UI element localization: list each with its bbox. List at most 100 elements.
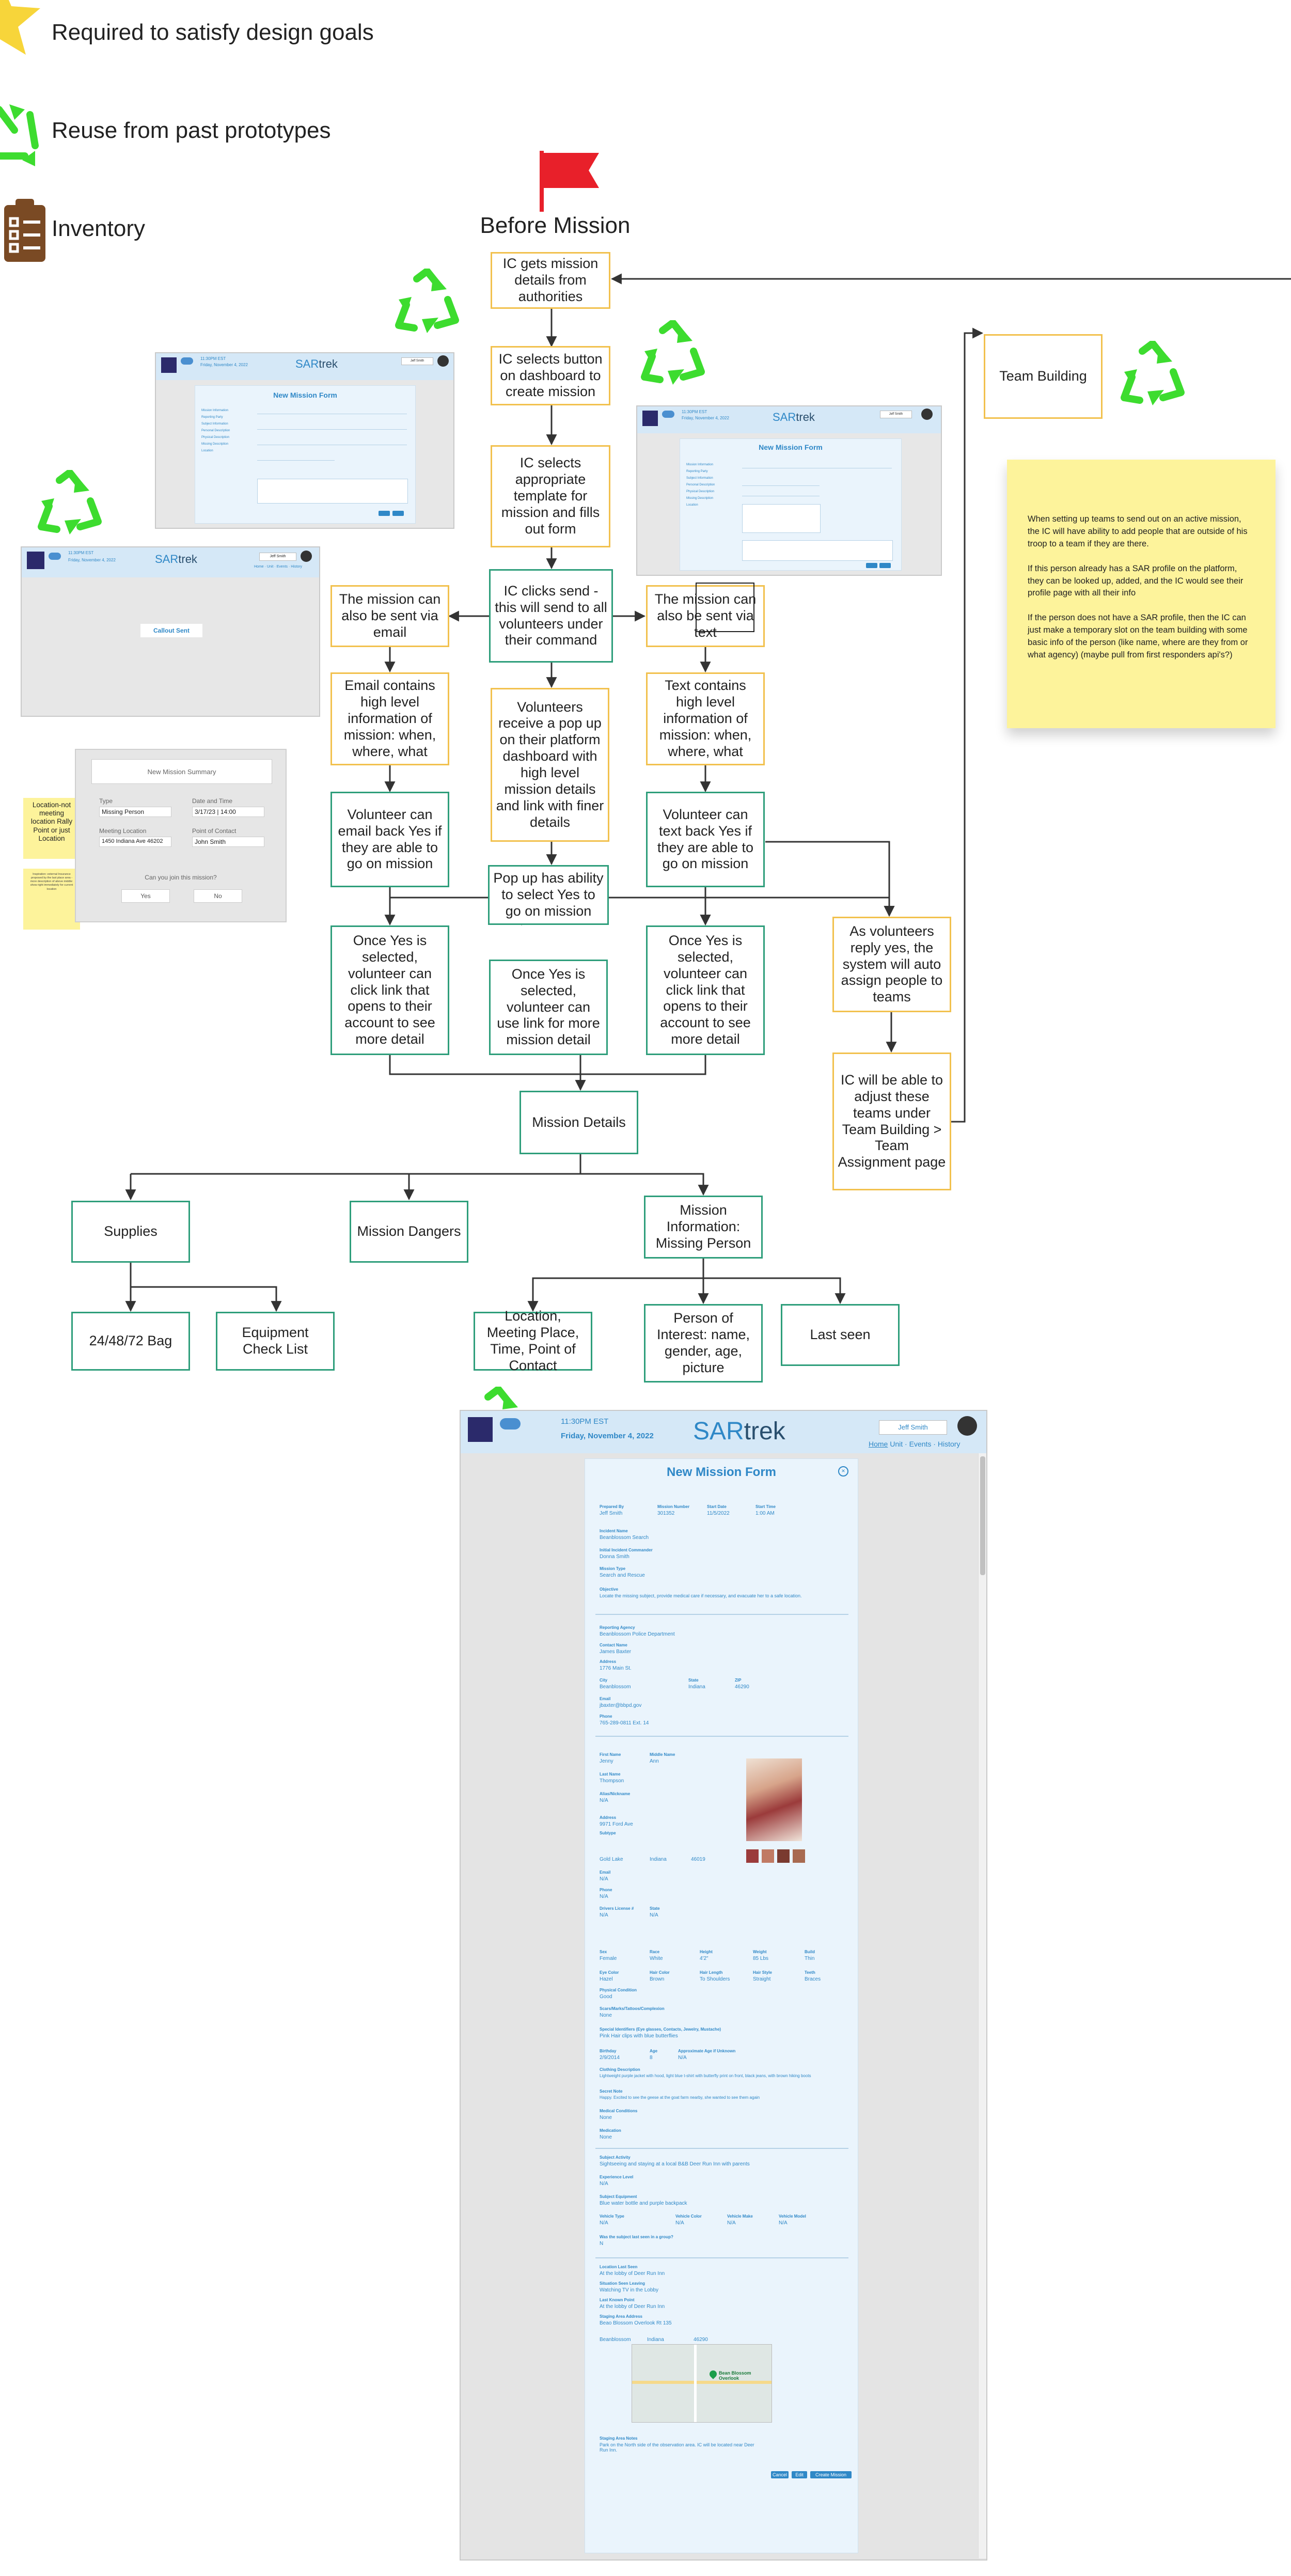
section-item[interactable]: Physical Description	[201, 436, 230, 439]
value-teeth[interactable]: Braces	[805, 1976, 821, 1982]
value-staging-state[interactable]: Indiana	[647, 2337, 664, 2343]
value-license-state[interactable]: N/A	[650, 1912, 658, 1918]
value-clothing[interactable]: Lightweight purple jacket with hood, lig…	[600, 2074, 811, 2078]
section-item[interactable]: Reporting Party	[686, 470, 708, 473]
value-zip[interactable]: 46290	[735, 1684, 749, 1690]
value-mission-number[interactable]: 301352	[657, 1511, 675, 1516]
user-dropdown[interactable]: Jeff Smith	[259, 553, 296, 561]
value-staging-notes[interactable]: Park on the North side of the observatio…	[600, 2442, 754, 2453]
value-vehicle-make[interactable]: N/A	[727, 2220, 736, 2226]
photo-thumb[interactable]	[777, 1849, 790, 1863]
value-subject-zip[interactable]: 46019	[691, 1857, 705, 1862]
value-middle-name[interactable]: Ann	[650, 1758, 659, 1764]
user-dropdown[interactable]: Jeff Smith	[401, 357, 433, 365]
value-identifiers[interactable]: Pink Hair clips with blue butterflies	[600, 2033, 678, 2039]
value-hair-length[interactable]: To Shoulders	[700, 1976, 730, 1982]
value-subject-phone[interactable]: N/A	[600, 1894, 608, 1899]
summary-yes-button[interactable]: Yes	[121, 889, 170, 903]
value-group[interactable]: N	[600, 2241, 604, 2247]
value-sex[interactable]: Female	[600, 1956, 617, 1961]
value-last-seen[interactable]: At the lobby of Deer Run Inn	[600, 2271, 665, 2276]
photo-thumb[interactable]	[746, 1849, 759, 1863]
value-incident-name[interactable]: Beanblossom Search	[600, 1535, 649, 1541]
nav-unit[interactable]: Unit	[266, 565, 274, 569]
create-mission-button[interactable]: Create Mission	[810, 2471, 852, 2478]
value-medication[interactable]: None	[600, 2134, 612, 2140]
value-medical[interactable]: None	[600, 2115, 612, 2121]
photo-thumb[interactable]	[762, 1849, 774, 1863]
section-item[interactable]: Missing Description	[201, 443, 229, 446]
nav-events[interactable]: Events	[276, 565, 288, 569]
value-hair-style[interactable]: Straight	[753, 1976, 771, 1982]
value-secret-note[interactable]: Happy. Excited to see the geese at the g…	[600, 2095, 760, 2100]
value-last-name[interactable]: Thompson	[600, 1778, 624, 1784]
value-subject-address[interactable]: 9971 Ford Ave	[600, 1821, 633, 1827]
value-subject-city[interactable]: Gold Lake	[600, 1857, 623, 1862]
value-condition[interactable]: Good	[600, 1994, 612, 2000]
section-item[interactable]: Mission Information	[686, 463, 714, 466]
scrollbar-thumb[interactable]	[980, 1456, 985, 1575]
mini-textarea[interactable]	[742, 504, 821, 533]
photo-thumb[interactable]	[793, 1849, 805, 1863]
value-vehicle-color[interactable]: N/A	[675, 2220, 684, 2226]
section-item[interactable]: Personal Description	[686, 483, 715, 486]
value-state[interactable]: Indiana	[688, 1684, 705, 1690]
value-activity[interactable]: Sightseeing and staying at a local B&B D…	[600, 2161, 750, 2167]
section-item[interactable]: Location	[686, 504, 698, 507]
scrollbar[interactable]	[978, 1453, 986, 2558]
value-license[interactable]: N/A	[600, 1912, 608, 1918]
value-prepared-by[interactable]: Jeff Smith	[600, 1511, 623, 1516]
value-contact-name[interactable]: James Baxter	[600, 1649, 632, 1655]
value-equipment[interactable]: Blue water bottle and purple backpack	[600, 2201, 687, 2206]
value-experience[interactable]: N/A	[600, 2181, 608, 2187]
value-hair[interactable]: Brown	[650, 1976, 665, 1982]
section-item[interactable]: Reporting Party	[201, 416, 223, 419]
value-start-date[interactable]: 11/5/2022	[707, 1511, 730, 1516]
value-approx-age[interactable]: N/A	[678, 2055, 687, 2061]
value-weight[interactable]: 85 Lbs	[753, 1956, 769, 1961]
mini-button[interactable]	[866, 563, 877, 568]
value-city[interactable]: Beanblossom	[600, 1684, 631, 1690]
value-nickname[interactable]: N/A	[600, 1798, 608, 1803]
value-staging[interactable]: Beao Blossom Overlook Rt 135	[600, 2320, 672, 2326]
user-dropdown[interactable]: Jeff Smith	[880, 411, 912, 418]
mini-textarea[interactable]	[742, 540, 893, 561]
value-commander[interactable]: Donna Smith	[600, 1554, 629, 1560]
section-item[interactable]: Physical Description	[686, 490, 715, 493]
value-start-time[interactable]: 1:00 AM	[755, 1511, 775, 1516]
value-doing[interactable]: Watching TV in the Lobby	[600, 2287, 658, 2293]
edit-button[interactable]: Edit	[792, 2471, 807, 2478]
value-scars[interactable]: None	[600, 2013, 612, 2018]
value-agency[interactable]: Beanblossom Police Department	[600, 1631, 675, 1637]
nav-home[interactable]: Home	[869, 1440, 888, 1448]
value-objective[interactable]: Locate the missing subject, provide medi…	[600, 1593, 802, 1598]
value-race[interactable]: White	[650, 1956, 663, 1961]
value-subject-email[interactable]: N/A	[600, 1876, 608, 1882]
close-icon[interactable]: ×	[838, 1466, 848, 1477]
section-item[interactable]: Subject Information	[201, 422, 228, 426]
value-phone[interactable]: 765-289-0811 Ext. 14	[600, 1720, 649, 1726]
section-item[interactable]: Location	[201, 449, 213, 452]
nav-home[interactable]: Home	[254, 565, 264, 569]
mini-button[interactable]	[379, 511, 390, 516]
value-staging-city[interactable]: Beanblossom	[600, 2337, 631, 2343]
value-birthday[interactable]: 2/9/2014	[600, 2055, 620, 2061]
nav-history[interactable]: History	[937, 1440, 961, 1448]
avatar[interactable]	[957, 1416, 977, 1436]
value-vehicle-model[interactable]: N/A	[779, 2220, 788, 2226]
section-item[interactable]: Mission Information	[201, 409, 229, 412]
value-address[interactable]: 1776 Main St.	[600, 1666, 632, 1671]
mini-button[interactable]	[392, 511, 404, 516]
user-dropdown[interactable]: Jeff Smith	[879, 1420, 947, 1435]
section-item[interactable]: Personal Description	[201, 429, 230, 432]
nav-history[interactable]: History	[291, 565, 303, 569]
value-subject-state[interactable]: Indiana	[650, 1857, 667, 1862]
summary-no-button[interactable]: No	[194, 889, 242, 903]
avatar[interactable]	[301, 551, 312, 562]
value-staging-zip[interactable]: 46290	[694, 2337, 708, 2343]
value-first-name[interactable]: Jenny	[600, 1758, 613, 1764]
nav-events[interactable]: Events	[909, 1440, 932, 1448]
value-age[interactable]: 8	[650, 2055, 653, 2061]
cancel-button[interactable]: Cancel	[771, 2471, 789, 2478]
value-mission-type[interactable]: Search and Rescue	[600, 1573, 645, 1578]
